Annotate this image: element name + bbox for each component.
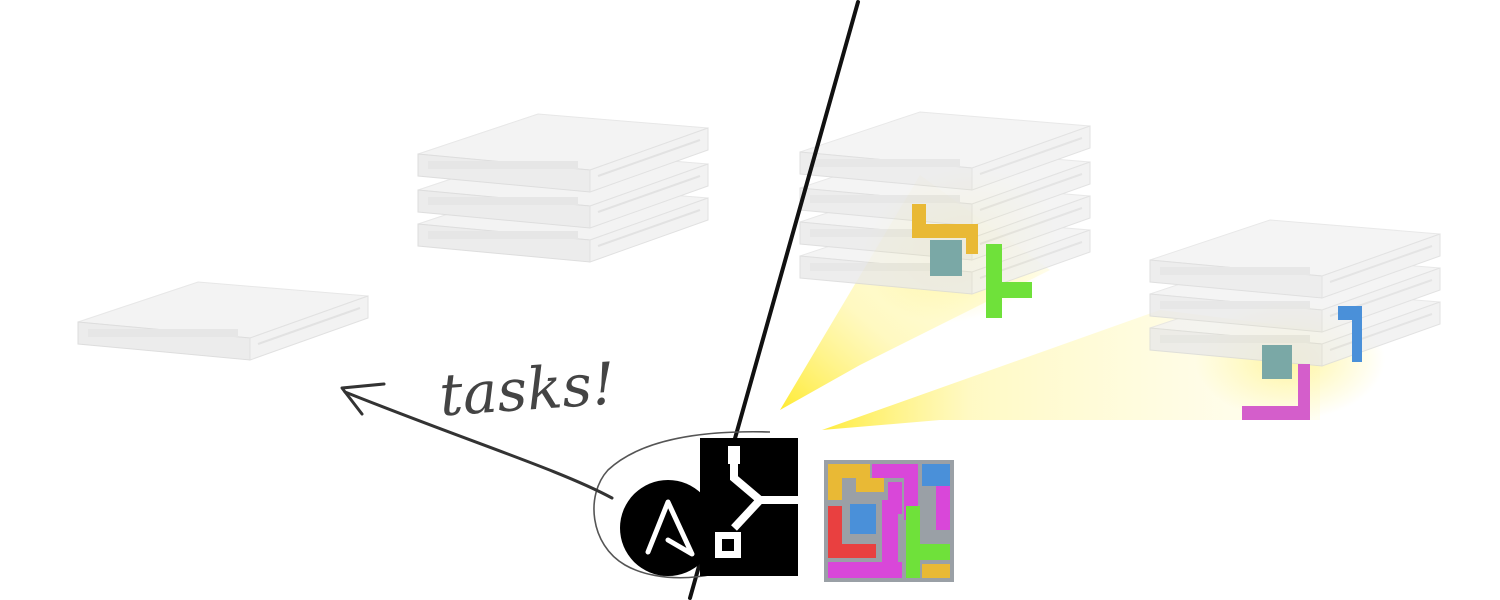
- puzzle-pieces-center: [912, 204, 1032, 318]
- ansible-logo-icon: [620, 480, 716, 576]
- tasks-arrowhead: [340, 382, 386, 416]
- pencil-loop: [593, 430, 771, 579]
- server-stack-middle: [417, 113, 709, 263]
- server-stack-right: [1149, 219, 1441, 367]
- tasks-arrow: [343, 390, 614, 500]
- tasks-label: tasks!: [437, 349, 617, 429]
- server-single-left: [77, 281, 369, 361]
- colored-blocks-puzzle-icon: [824, 460, 954, 582]
- puzzle-pieces-right: [1242, 306, 1362, 420]
- network-topology-icon: [700, 438, 798, 576]
